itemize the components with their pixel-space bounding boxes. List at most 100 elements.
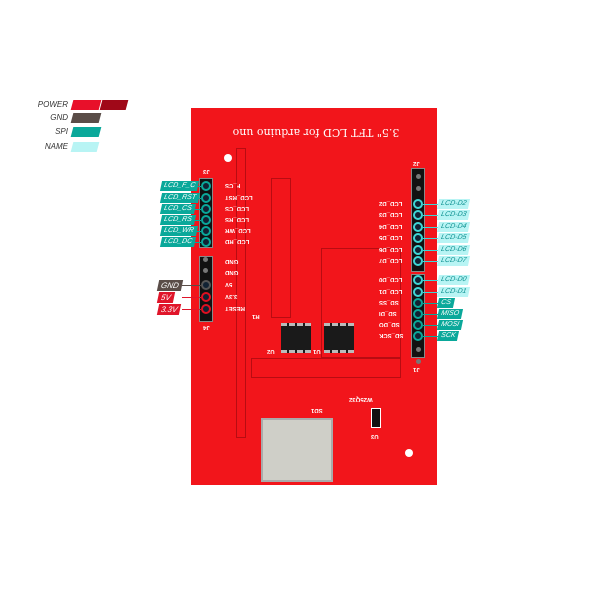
pin-label-mosi: MOSI	[436, 320, 463, 330]
u3-label: U3	[371, 433, 379, 439]
silk-j3: LCD_CS	[225, 205, 250, 211]
sd1-label: SD1	[311, 407, 323, 413]
silk-j3: LCD_WR	[225, 227, 251, 233]
pin-label-lcd_rst: LCD_RST	[159, 193, 200, 203]
pin-leader	[423, 292, 439, 293]
silk-j3: LCD_RST	[225, 194, 253, 200]
pcb-trace	[321, 248, 401, 358]
u2-label: U2	[267, 348, 275, 354]
legend-gnd-swatch	[70, 113, 102, 123]
pin-right-8[interactable]	[413, 298, 423, 308]
silk-right: LCD_D4	[379, 223, 403, 229]
silk-right: LCD_D2	[379, 200, 403, 206]
pin-j4-4[interactable]	[201, 304, 211, 314]
pcb-trace	[251, 358, 401, 378]
j4-label: J4	[203, 324, 210, 330]
pin-label-sck: SCK	[436, 331, 460, 341]
pin-j3-0[interactable]	[201, 181, 211, 191]
j3-label: J3	[203, 168, 210, 174]
pin-right-0[interactable]	[413, 199, 423, 209]
pin-label-3.3v: 3.3V	[156, 304, 182, 315]
legend-power-label: POWER	[37, 100, 68, 109]
pin-leader	[182, 297, 201, 298]
silk-right: SD_SCK	[379, 332, 404, 338]
pin-leader	[423, 336, 439, 337]
pin-j4-0[interactable]	[203, 257, 208, 262]
pin-right-4[interactable]	[413, 245, 423, 255]
pin-right-6[interactable]	[413, 275, 423, 285]
silk-j4: GND	[225, 269, 239, 275]
silk-j4: GND	[225, 258, 239, 264]
flash-chip-u3	[371, 408, 381, 428]
pin-label-lcd_cs: LCD_CS	[159, 204, 196, 214]
pin-right-1[interactable]	[413, 210, 423, 220]
pin-right-5[interactable]	[413, 256, 423, 266]
silk-j3: LCD_RD	[225, 238, 250, 244]
pin-unused	[416, 174, 421, 179]
pin-leader	[423, 215, 439, 216]
silk-j3: LCD_RS	[225, 216, 250, 222]
silk-right: LCD_D6	[379, 246, 403, 252]
legend-power-swatch	[70, 100, 102, 110]
pin-label-lcd-d1: LCD-D1	[436, 287, 471, 297]
pin-j3-1[interactable]	[201, 193, 211, 203]
pcb-trace	[236, 148, 246, 438]
silk-right: LCD_D7	[379, 257, 403, 263]
pin-leader	[423, 325, 439, 326]
chip-u2	[281, 323, 311, 353]
pin-j4-1[interactable]	[203, 268, 208, 273]
pin-leader	[423, 303, 439, 304]
pin-right-2[interactable]	[413, 222, 423, 232]
pin-label-miso: MISO	[436, 309, 463, 319]
silk-right: LCD_D0	[379, 276, 403, 282]
pin-leader	[423, 227, 439, 228]
pin-j3-4[interactable]	[201, 226, 211, 236]
pin-right-10[interactable]	[413, 320, 423, 330]
pin-leader	[423, 314, 439, 315]
legend-spi-label: SPI	[55, 127, 68, 136]
pcb-trace	[271, 178, 291, 318]
pin-right-9[interactable]	[413, 309, 423, 319]
pin-label-lcd-d7: LCD-D7	[436, 256, 471, 266]
silk-j4: 3.3V	[225, 293, 238, 299]
pin-j3-5[interactable]	[201, 237, 211, 247]
pin-label-lcd_f_c: LCD_F_C	[159, 181, 200, 191]
pin-j4-2[interactable]	[201, 280, 211, 290]
pin-leader	[182, 285, 201, 286]
pin-label-lcd_wr: LCD_WR	[159, 226, 198, 236]
pin-j3-2[interactable]	[201, 204, 211, 214]
silk-right: LCD_D3	[379, 211, 403, 217]
silk-right: LCD_D1	[379, 288, 403, 294]
j2-label: J2	[413, 160, 420, 166]
silk-right: SD_DI	[379, 310, 397, 316]
pin-unused	[416, 347, 421, 352]
flash-label: W25Q32	[349, 396, 373, 402]
pin-label-lcd-d6: LCD-D6	[436, 245, 471, 255]
pin-label-lcd-d4: LCD-D4	[436, 222, 471, 232]
pin-j3-3[interactable]	[201, 215, 211, 225]
pin-leader	[182, 309, 201, 310]
pin-leader	[423, 280, 439, 281]
silk-j3: F_CS	[225, 182, 241, 188]
pin-j4-3[interactable]	[201, 292, 211, 302]
pin-right-3[interactable]	[413, 233, 423, 243]
u1-label: U1	[313, 348, 321, 354]
pin-label-lcd-d2: LCD-D2	[436, 199, 471, 209]
pin-label-lcd_dc: LCD_DC	[159, 237, 197, 247]
pin-label-gnd: GND	[156, 280, 183, 291]
pin-label-lcd_rs: LCD_RS	[159, 215, 196, 225]
pin-leader	[423, 204, 439, 205]
pin-right-7[interactable]	[413, 287, 423, 297]
pin-right-11[interactable]	[413, 331, 423, 341]
silk-right: SD_SS	[379, 299, 399, 305]
pin-label-lcd-d3: LCD-D3	[436, 210, 471, 220]
mounting-hole	[224, 154, 232, 162]
j1-label: J1	[413, 366, 420, 372]
sd-card-slot[interactable]	[261, 418, 333, 482]
silk-j4: 5V	[225, 281, 233, 287]
pin-leader	[423, 250, 439, 251]
legend-gnd-label: GND	[50, 113, 68, 122]
pin-unused	[416, 186, 421, 191]
r1-label: R1	[252, 313, 260, 319]
pin-label-5v: 5V	[156, 292, 175, 303]
